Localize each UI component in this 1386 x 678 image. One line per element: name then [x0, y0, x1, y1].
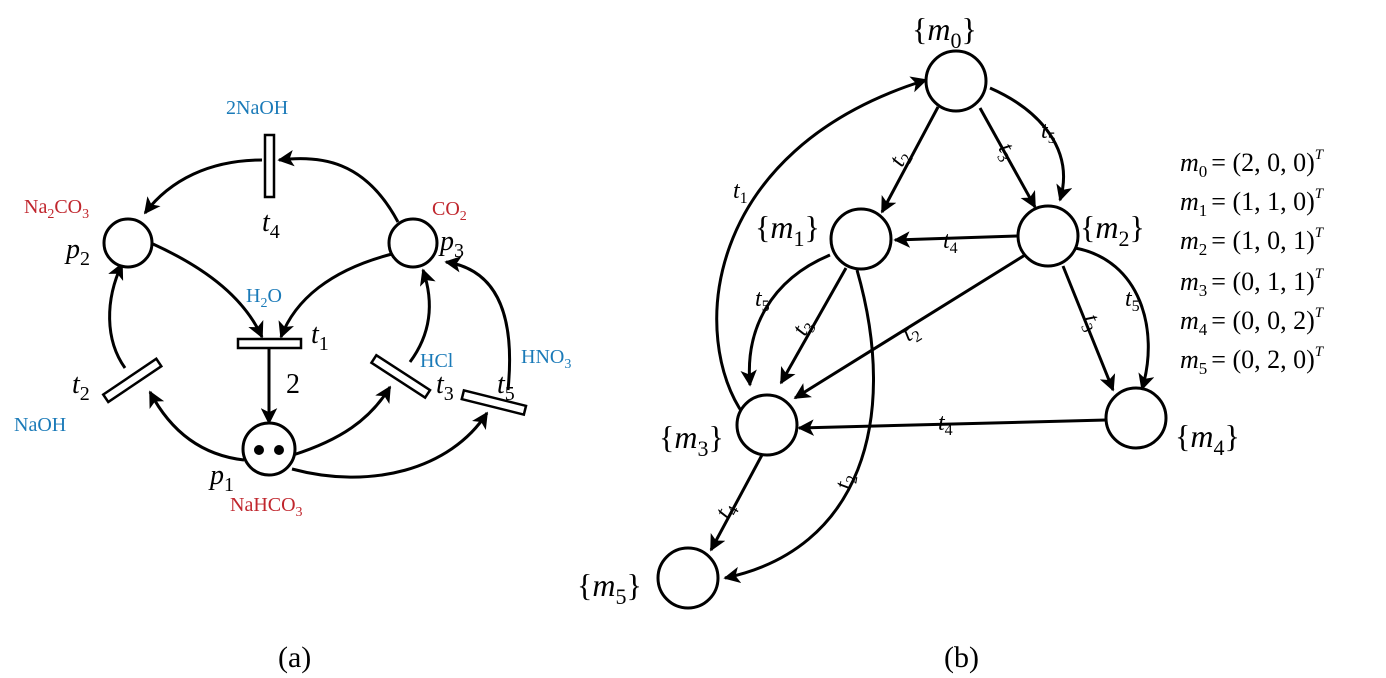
- node-m4: [1104, 386, 1168, 450]
- label-m2: {m2}: [1080, 209, 1145, 251]
- arc-p1-t2: [148, 390, 245, 462]
- edge-m1-m5: [723, 269, 875, 584]
- edge-m1-m3-t3: [779, 267, 848, 385]
- place-p2: [102, 217, 154, 269]
- compound-p1: NaHCO3: [230, 494, 303, 520]
- label-p3: p3: [438, 226, 464, 262]
- edge-label-m0-m2-t3: t3: [990, 139, 1022, 166]
- petri-net-panel: p2 p3 p1 t4 t1 t2 t3 t5 2 Na2CO3 CO2 NaH…: [14, 97, 571, 674]
- edge-m0-m2-t5: [989, 86, 1073, 202]
- arc-t2-p2: [108, 262, 127, 369]
- label-t5: t5: [497, 369, 515, 405]
- arc-t5-p3: [444, 256, 512, 391]
- p1-tokens: [254, 445, 284, 455]
- transition-t3: [369, 353, 432, 400]
- node-m1: [829, 207, 893, 271]
- edge-label-m2-m4-t5: t5: [1125, 286, 1140, 315]
- arc-p3-t1: [278, 252, 393, 339]
- arc-t3-p3: [408, 268, 436, 363]
- reachability-graph-panel: {m0} {m1} {m2} {m3} {m4} {m5} t2 t3 t5 t…: [577, 11, 1325, 674]
- edge-m2-m4-t3: [1061, 265, 1116, 392]
- reagent-t3: HCl: [420, 350, 454, 372]
- reagent-t4: 2NaOH: [226, 97, 288, 119]
- reagent-t2: NaOH: [14, 414, 66, 436]
- label-t2: t2: [72, 369, 90, 405]
- edge-m1-m3-t5: [740, 253, 831, 387]
- marking-m1: m1= (1, 1, 0)T: [1180, 186, 1325, 220]
- arc-weight-label: 2: [286, 369, 300, 400]
- marking-m4: m4= (0, 0, 2)T: [1180, 305, 1325, 339]
- label-m5: {m5}: [577, 567, 642, 609]
- marking-m5: m5= (0, 2, 0)T: [1180, 344, 1325, 378]
- edge-m4-m3: [797, 418, 1107, 436]
- label-t4: t4: [262, 207, 280, 243]
- edge-label-m3-m0: t1: [733, 178, 748, 207]
- edge-label-m0-m2-t5: t5: [1041, 118, 1056, 147]
- caption-a: (a): [278, 641, 311, 674]
- arc-p3-t4: [277, 150, 400, 223]
- edge-m0-m2-t3: [978, 107, 1037, 209]
- label-p1: p1: [208, 460, 234, 496]
- transition-t1: [236, 337, 303, 350]
- transition-t4: [263, 133, 276, 199]
- label-m4: {m4}: [1175, 418, 1240, 460]
- edge-m3-m5: [709, 454, 764, 552]
- node-m0: [924, 49, 988, 113]
- label-m1: {m1}: [755, 209, 820, 251]
- label-t1: t1: [311, 319, 329, 355]
- node-m5: [656, 546, 720, 610]
- edge-m2-m3: [793, 253, 1026, 400]
- node-m2: [1016, 204, 1080, 268]
- marking-m2: m2= (1, 0, 1)T: [1180, 225, 1325, 259]
- marking-m0: m0= (2, 0, 0)T: [1180, 147, 1325, 181]
- edge-label-m4-m3: t4: [938, 410, 953, 439]
- edge-m0-m1: [880, 106, 940, 214]
- markings-legend: m0= (2, 0, 0)T m1= (1, 1, 0)T m2= (1, 0,…: [1180, 147, 1325, 378]
- edge-m2-m4-t5: [1074, 246, 1155, 391]
- arc-t4-p2: [143, 158, 263, 215]
- label-m3: {m3}: [659, 419, 724, 461]
- edge-label-m0-m1: t2: [884, 146, 916, 173]
- arc-p2-t1: [152, 242, 264, 339]
- compound-p2: Na2CO3: [24, 196, 89, 222]
- reagent-t5: HNO3: [521, 346, 571, 372]
- edge-m2-m1: [893, 231, 1019, 248]
- compound-p3: CO2: [432, 198, 467, 224]
- arc-p1-t5: [291, 411, 489, 479]
- edge-label-m1-m3-t3: t3: [787, 315, 819, 342]
- edge-label-m1-m5: t2: [830, 472, 861, 491]
- place-p1: [241, 421, 297, 477]
- reagent-t1: H2O: [246, 285, 282, 311]
- label-p2: p2: [64, 234, 90, 270]
- edge-label-m1-m3-t5: t5: [755, 286, 770, 315]
- node-m3: [735, 393, 799, 457]
- label-m0: {m0}: [912, 11, 977, 53]
- transition-t5: [460, 388, 528, 417]
- caption-b: (b): [944, 641, 979, 674]
- label-t3: t3: [436, 369, 454, 405]
- place-p3: [387, 217, 439, 269]
- edge-m3-m0: [715, 76, 928, 416]
- transition-t2: [101, 357, 164, 404]
- edge-label-m2-m3: t2: [897, 317, 925, 349]
- edge-label-m2-m1: t4: [943, 228, 958, 257]
- arc-p1-t3: [292, 385, 392, 457]
- marking-m3: m3= (0, 1, 1)T: [1180, 266, 1325, 300]
